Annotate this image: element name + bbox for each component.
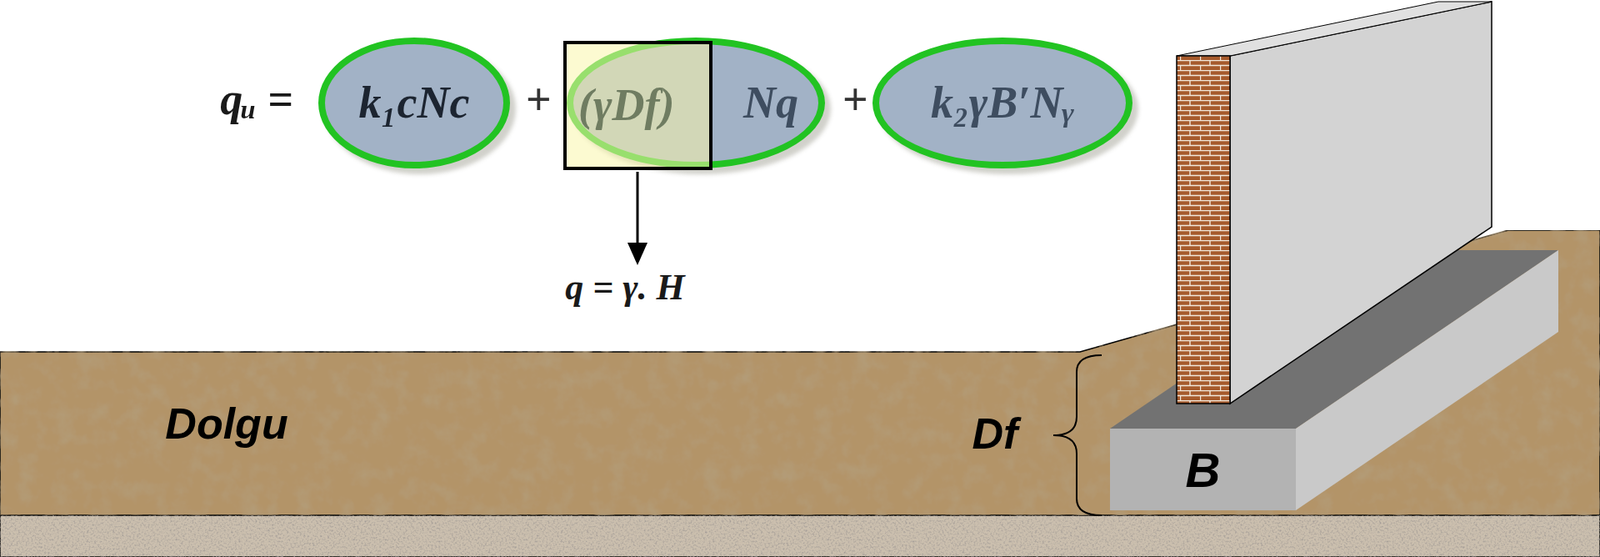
overburden-note: q = γ. H	[565, 267, 685, 308]
term-ellipse: k₁cNc	[318, 37, 510, 169]
brick-wall	[1176, 55, 1230, 404]
node-text: k₂γB′Nᵧ	[930, 78, 1075, 128]
depth-brace	[1053, 355, 1102, 515]
footing-block: B	[1110, 428, 1296, 510]
wall-top	[1176, 1, 1492, 56]
formula-lhs: qᵤ =	[220, 75, 293, 125]
node-text: k₁cNc	[359, 78, 470, 128]
term-ellipse: k₂γB′Nᵧ	[872, 37, 1133, 169]
wall-face	[1230, 1, 1492, 404]
node-text: (γDf)	[578, 80, 675, 130]
gravel-layer	[0, 515, 1600, 557]
node-text: B	[1185, 441, 1221, 498]
fill-label: Dolgu	[165, 398, 288, 449]
leader-arrow	[636, 171, 640, 255]
plus-sign: +	[525, 75, 552, 125]
node-text: Nq	[743, 78, 799, 128]
highlight-box: (γDf)	[563, 40, 713, 170]
plus-sign: +	[842, 75, 869, 125]
depth-label: Df	[972, 408, 1019, 459]
